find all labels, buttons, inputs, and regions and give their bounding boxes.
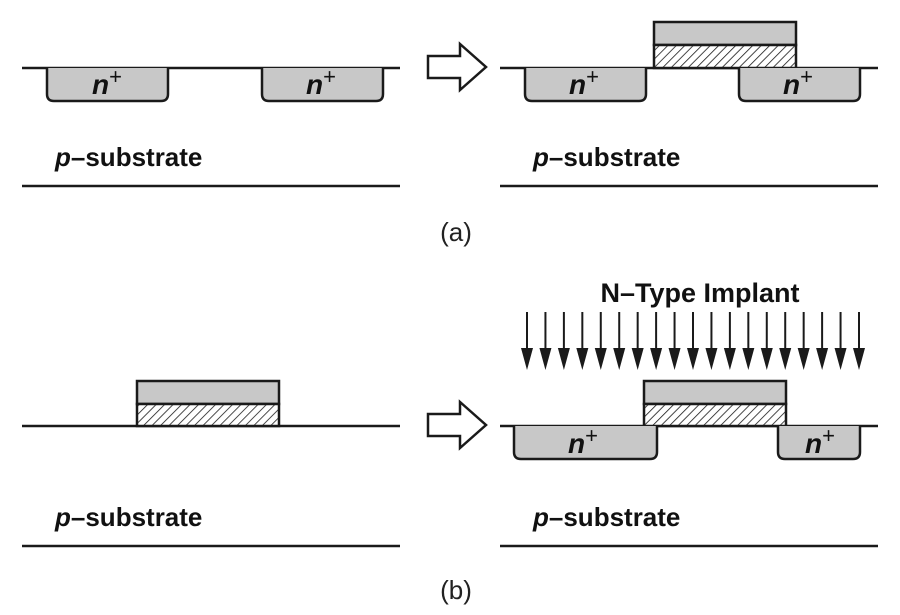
down-arrow-icon xyxy=(539,312,552,370)
n-plus-region xyxy=(776,426,862,461)
substrate-label: p–substrate xyxy=(532,502,680,532)
caption-a: (a) xyxy=(440,217,472,247)
hollow-right-arrow-icon xyxy=(426,41,488,93)
down-arrow-icon xyxy=(687,312,699,370)
substrate-label: p–substrate xyxy=(54,142,202,172)
gate-electrode xyxy=(642,379,788,406)
gate-electrode xyxy=(652,20,798,47)
implant-arrow-group xyxy=(521,312,865,370)
n-plus-region xyxy=(260,68,385,103)
down-arrow-icon xyxy=(613,312,626,370)
down-arrow-icon xyxy=(650,312,663,370)
down-arrow-icon xyxy=(705,312,718,370)
caption-b: (b) xyxy=(440,575,472,605)
gate-oxide xyxy=(135,402,281,428)
substrate-label: p–substrate xyxy=(532,142,680,172)
n-plus-region xyxy=(45,68,170,103)
gate-electrode xyxy=(135,379,281,406)
down-arrow-icon xyxy=(594,312,607,370)
n-plus-label: n+ xyxy=(92,64,122,100)
n-plus-region xyxy=(512,426,659,461)
panel-a-right: n+ n+ p–substrate xyxy=(500,20,878,188)
down-arrow-icon xyxy=(723,312,736,370)
gate-oxide xyxy=(652,43,798,70)
n-plus-label: n+ xyxy=(568,423,598,459)
panel-a-left: n+ n+ p–substrate xyxy=(22,64,400,188)
substrate-label: p–substrate xyxy=(54,502,202,532)
down-arrow-icon xyxy=(834,312,847,370)
down-arrow-icon xyxy=(816,312,829,370)
down-arrow-icon xyxy=(557,312,570,370)
down-arrow-icon xyxy=(779,312,792,370)
hollow-right-arrow-icon xyxy=(426,399,488,451)
n-plus-label: n+ xyxy=(569,64,599,100)
n-plus-region xyxy=(523,68,648,103)
implant-title: N–Type Implant xyxy=(600,278,799,308)
panel-b-left: p–substrate xyxy=(22,379,400,548)
down-arrow-icon xyxy=(742,312,755,370)
n-plus-label: n+ xyxy=(783,64,813,100)
down-arrow-icon xyxy=(797,312,810,370)
down-arrow-icon xyxy=(760,312,773,370)
n-plus-region xyxy=(737,68,862,103)
down-arrow-icon xyxy=(668,312,681,370)
down-arrow-icon xyxy=(521,312,533,370)
panel-b-right: N–Type Implant n+ n+ p–substrate xyxy=(500,278,878,548)
n-plus-label: n+ xyxy=(306,64,336,100)
down-arrow-icon xyxy=(631,312,644,370)
down-arrow-icon xyxy=(576,312,589,370)
down-arrow-icon xyxy=(853,312,865,370)
gate-oxide xyxy=(642,402,788,428)
n-plus-label: n+ xyxy=(805,423,835,459)
